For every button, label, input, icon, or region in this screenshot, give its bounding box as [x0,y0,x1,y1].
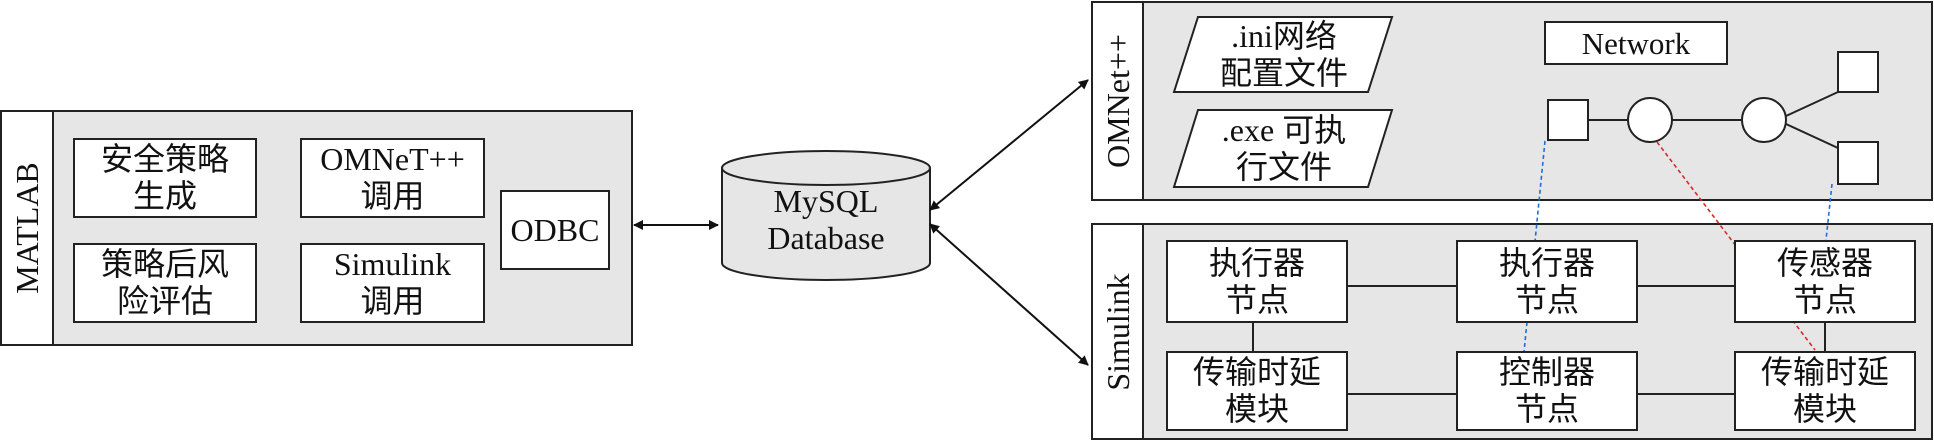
odbc-block: ODBC [500,190,610,270]
network-square-node-bottom-right [1837,141,1879,185]
actuator-node-1: 执行器 节点 [1166,240,1348,323]
simulink-call-block: Simulink 调用 [300,243,485,323]
network-round-node-1 [1627,97,1673,143]
omnet-simulink-map-blue-right [1825,183,1833,241]
strategy-generation-block: 安全策略 生成 [73,138,257,218]
exe-file-label: .exe 可执 行文件 [1221,111,1347,185]
omnet-call-block: OMNeT++ 调用 [300,138,485,218]
network-square-node-top-right [1837,51,1879,93]
delay-module-1: 传输时延 模块 [1166,351,1348,431]
ini-config-label: .ini网络 配置文件 [1219,17,1348,91]
omnet-label-strip: OMNet++ [1093,3,1144,199]
simulink-label-strip: Simulink [1093,225,1144,438]
risk-assessment-block: 策略后风 险评估 [73,243,257,323]
matlab-label-strip: MATLAB [2,112,54,344]
ini-config-shape [1172,16,1394,93]
simulink-connections [1252,285,1826,395]
actuator-node-2: 执行器 节点 [1456,240,1638,323]
network-graph [1547,51,1879,185]
delay-module-2: 传输时延 模块 [1734,351,1916,431]
network-label: Network [1544,21,1728,65]
network-round-node-2 [1741,97,1787,143]
database-cylinder [721,150,931,281]
network-square-node-left [1547,99,1589,141]
exe-file-shape [1172,109,1394,188]
sensor-node: 传感器 节点 [1734,240,1916,323]
controller-node: 控制器 节点 [1456,351,1638,431]
db-omnet-arrow [929,79,1089,211]
database-label: MySQL Database [767,183,885,256]
db-simulink-arrow [929,223,1089,366]
